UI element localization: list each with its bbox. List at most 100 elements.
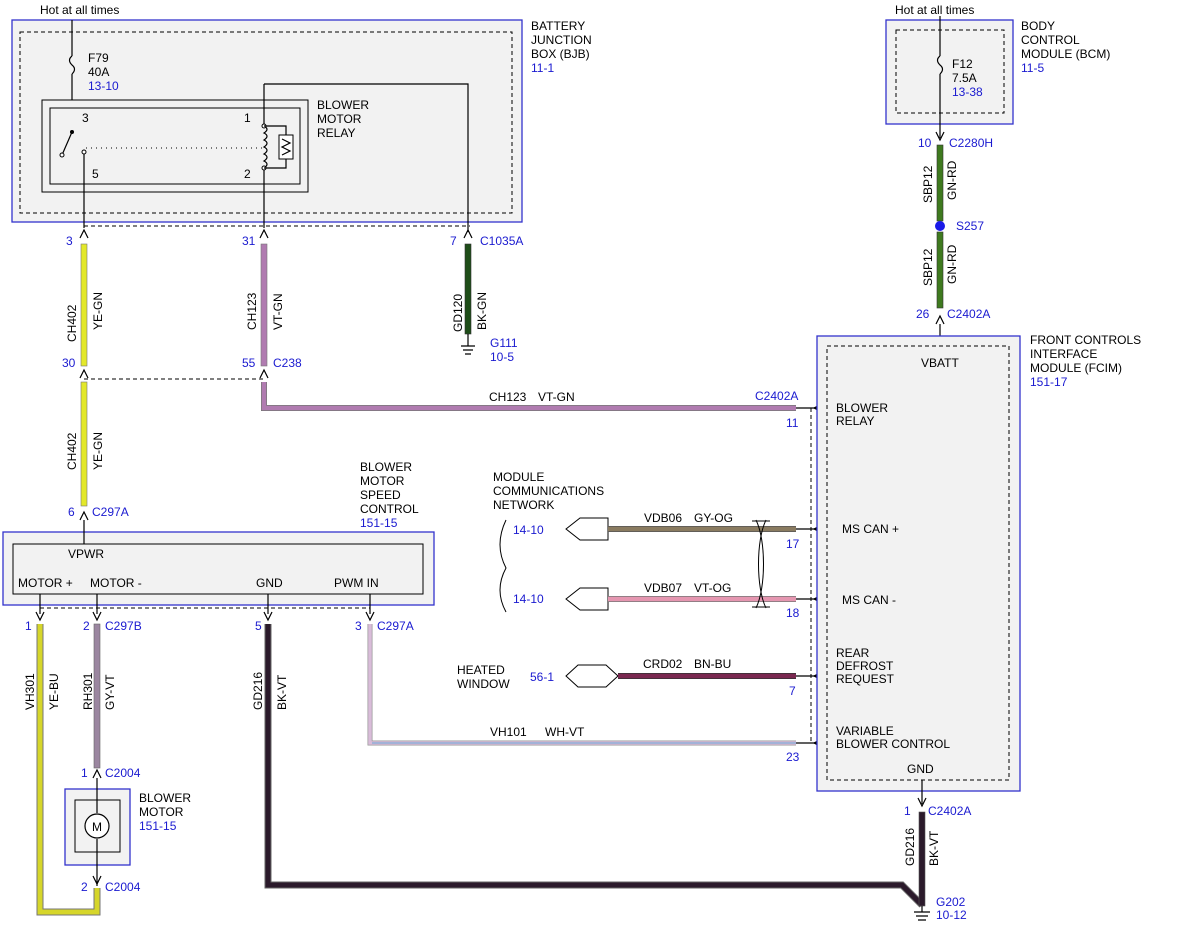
- c2280h-label[interactable]: C2280H: [949, 136, 993, 150]
- splice-s257-icon: [935, 221, 945, 231]
- c2402a-mid-label[interactable]: C2402A: [755, 389, 798, 403]
- bmsc-motor-minus: MOTOR -: [90, 576, 142, 590]
- g111-ref[interactable]: 10-5: [490, 350, 514, 364]
- wire-crd02[interactable]: CRD02 BN-BU: [618, 657, 796, 679]
- front-controls-interface-module: FRONT CONTROLS INTERFACE MODULE (FCIM) 1…: [816, 333, 1141, 792]
- wire-gd120[interactable]: GD120 BK-GN: [451, 243, 489, 335]
- bjb-ref[interactable]: 11-1: [531, 61, 554, 75]
- resistor-zigzag: [280, 138, 292, 156]
- mcn-ref-1[interactable]: 14-10: [513, 523, 544, 537]
- relay-name-2: MOTOR: [317, 112, 362, 126]
- c2004-top-label[interactable]: C2004: [105, 766, 141, 780]
- switch-contact-nc: [59, 152, 65, 158]
- c2280h-pin-10[interactable]: 10: [918, 136, 932, 150]
- ch402-mid-color: YE-GN: [91, 432, 105, 470]
- fcim-var-blower-1: VARIABLE: [836, 724, 894, 738]
- hot-at-all-times-right: Hot at all times: [895, 3, 974, 17]
- motor-name-1: BLOWER: [139, 791, 191, 805]
- relay-name-1: BLOWER: [317, 98, 369, 112]
- bmsc-name-3: SPEED: [360, 488, 401, 502]
- wire-gd216[interactable]: GD216 BK-VT: [251, 624, 925, 908]
- coil-icon: [262, 125, 268, 169]
- gd216-left-color: BK-VT: [275, 674, 289, 710]
- rh301-color: GY-VT: [103, 674, 117, 710]
- c297b-pin-2[interactable]: 2: [83, 619, 90, 633]
- wire-rh301[interactable]: RH301 GY-VT: [81, 623, 117, 769]
- c297a-pin-6[interactable]: 6: [68, 505, 75, 519]
- gd216-right-color: BK-VT: [927, 830, 941, 866]
- wire-vh101[interactable]: VH101 WH-VT: [367, 624, 796, 746]
- c2004-bottom-label[interactable]: C2004: [105, 880, 141, 894]
- c1035a-pin-7[interactable]: 7: [450, 234, 457, 248]
- fcim-name-2: INTERFACE: [1030, 347, 1097, 361]
- f12-name: F12: [952, 57, 973, 71]
- c297b-label[interactable]: C297B: [105, 619, 142, 633]
- c1035a-pin-31[interactable]: 31: [242, 234, 256, 248]
- ground-g202-icon: [914, 906, 930, 921]
- c2004-pin-1[interactable]: 1: [81, 766, 88, 780]
- c2402a-pin-26[interactable]: 26: [916, 307, 930, 321]
- gd216-right-circuit: GD216: [903, 828, 917, 866]
- heated-window-ref[interactable]: 56-1: [530, 670, 554, 684]
- c238-pin-30[interactable]: 30: [62, 356, 76, 370]
- switch-arm: [61, 131, 73, 156]
- c2004-pin-2[interactable]: 2: [81, 880, 88, 894]
- bmsc-ref[interactable]: 151-15: [360, 516, 398, 530]
- ch123-h-color: VT-GN: [538, 390, 575, 404]
- c2402a-pin-1[interactable]: 1: [904, 804, 911, 818]
- vh101-circuit: VH101: [490, 725, 527, 739]
- wire-vdb06[interactable]: VDB06 GY-OG: [608, 511, 796, 532]
- heated-window-name-1: HEATED: [457, 663, 505, 677]
- wire-ch402-top[interactable]: CH402 YE-GN: [65, 243, 105, 367]
- wire-sbp12-bottom[interactable]: SBP12 GN-RD: [921, 231, 959, 309]
- c238-label[interactable]: C238: [273, 356, 302, 370]
- g202-name[interactable]: G202: [936, 895, 966, 909]
- c2402a-top-label[interactable]: C2402A: [947, 307, 990, 321]
- wire-ch123-horizontal[interactable]: CH123 VT-GN: [261, 382, 796, 411]
- fcim-pin-11[interactable]: 11: [786, 416, 799, 430]
- c238-pin-55[interactable]: 55: [242, 356, 256, 370]
- s257-label[interactable]: S257: [956, 219, 984, 233]
- c297a-bottom-label[interactable]: C297A: [377, 619, 414, 633]
- c2402a-bottom-label[interactable]: C2402A: [928, 804, 971, 818]
- motor-icon: [84, 813, 110, 839]
- c2004-pin2-mark: [92, 875, 102, 886]
- c297a-top-label[interactable]: C297A: [92, 505, 129, 519]
- gd216-left-circuit: GD216: [251, 672, 265, 710]
- fcim-pin-18[interactable]: 18: [786, 606, 800, 620]
- fcim-ref[interactable]: 151-17: [1030, 375, 1068, 389]
- f79-rating: 40A: [88, 65, 109, 79]
- c1035a-pin-3[interactable]: 3: [66, 234, 73, 248]
- c2402a-pin1-mark: [917, 797, 927, 808]
- wire-gd216-right[interactable]: GD216 BK-VT: [903, 811, 941, 907]
- wire-ch402-mid[interactable]: CH402 YE-GN: [65, 381, 105, 507]
- fuse-f79-icon: [68, 55, 76, 75]
- vh101-color: WH-VT: [545, 725, 585, 739]
- relay-pin-3: 3: [82, 111, 89, 125]
- switch-contact-no: [81, 149, 87, 155]
- wire-sbp12-top[interactable]: SBP12 GN-RD: [921, 144, 959, 222]
- fcim-pin-23[interactable]: 23: [786, 750, 800, 764]
- wire-vh301[interactable]: VH301 YE-BU: [23, 624, 101, 916]
- fcim-gnd: GND: [907, 762, 934, 776]
- ch123-top-color: VT-GN: [271, 293, 285, 330]
- mcn-ref-2[interactable]: 14-10: [513, 592, 544, 606]
- f12-ref[interactable]: 13-38: [952, 85, 983, 99]
- c297a-pin-3[interactable]: 3: [355, 619, 362, 633]
- c297b-pin-1[interactable]: 1: [25, 619, 32, 633]
- fcim-pin-7[interactable]: 7: [789, 684, 796, 698]
- mcn-name-2: COMMUNICATIONS: [493, 484, 604, 498]
- motor-ref[interactable]: 151-15: [139, 819, 177, 833]
- c238-pin55-mark: [259, 368, 269, 379]
- wire-vdb07[interactable]: VDB07 VT-OG: [608, 581, 796, 602]
- gd120-color: BK-GN: [475, 292, 489, 330]
- fcim-pin-17[interactable]: 17: [786, 537, 800, 551]
- bmsc-vpwr: VPWR: [68, 547, 104, 561]
- g111-name[interactable]: G111: [490, 336, 518, 350]
- c297a-pin-5[interactable]: 5: [255, 619, 262, 633]
- g202-ref[interactable]: 10-12: [936, 908, 967, 922]
- f79-ref[interactable]: 13-10: [88, 79, 119, 93]
- c1035a-label[interactable]: C1035A: [480, 234, 523, 248]
- wire-ch123-top[interactable]: CH123 VT-GN: [245, 243, 285, 367]
- bcm-ref[interactable]: 11-5: [1021, 61, 1044, 75]
